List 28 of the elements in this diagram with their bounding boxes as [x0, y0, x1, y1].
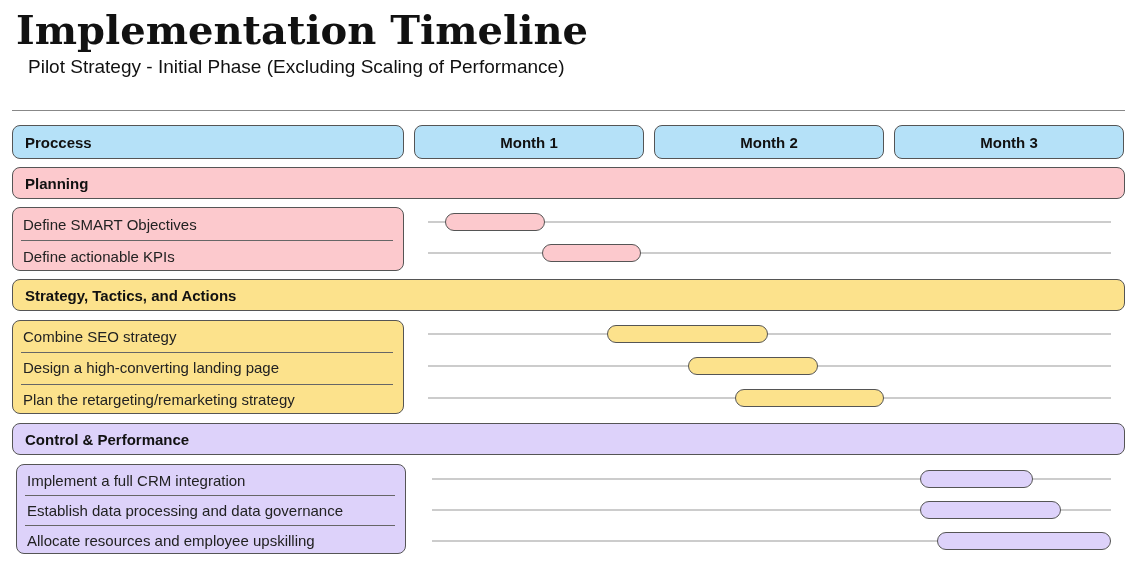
task-label: Define SMART Objectives — [22, 214, 198, 235]
title: Implementation Timeline — [16, 6, 588, 53]
task-label: Combine SEO strategy — [22, 327, 178, 348]
column-header: Month 2 — [654, 125, 884, 159]
task-label: Establish data processing and data governance — [26, 500, 345, 521]
section-band: Strategy, Tactics, and Actions — [12, 279, 1125, 311]
task-label: Allocate resources and employee upskilling — [26, 530, 316, 551]
task-group — [12, 207, 404, 271]
column-header: Month 3 — [894, 125, 1124, 159]
gantt-bar — [920, 470, 1033, 488]
gantt-bar — [542, 244, 641, 262]
task-group — [12, 320, 404, 414]
task-group — [16, 464, 406, 554]
section-band: Planning — [12, 167, 1125, 199]
gantt-bar — [920, 501, 1061, 519]
gantt-bar — [607, 325, 768, 343]
task-label: Plan the retargeting/remarketing strategy — [22, 389, 296, 410]
column-header: Month 1 — [414, 125, 644, 159]
gantt-bar — [937, 532, 1111, 550]
task-label: Implement a full CRM integration — [26, 470, 247, 491]
task-label: Design a high-converting landing page — [22, 358, 280, 379]
section-band: Control & Performance — [12, 423, 1125, 455]
gantt-bar — [688, 357, 818, 375]
subtitle: Pilot Strategy - Initial Phase (Excluding Scaling of Performance) — [28, 56, 565, 78]
gantt-bar — [445, 213, 545, 231]
gantt-bar — [735, 389, 884, 407]
column-header: Proccess — [12, 125, 404, 159]
task-label: Define actionable KPIs — [22, 246, 176, 267]
